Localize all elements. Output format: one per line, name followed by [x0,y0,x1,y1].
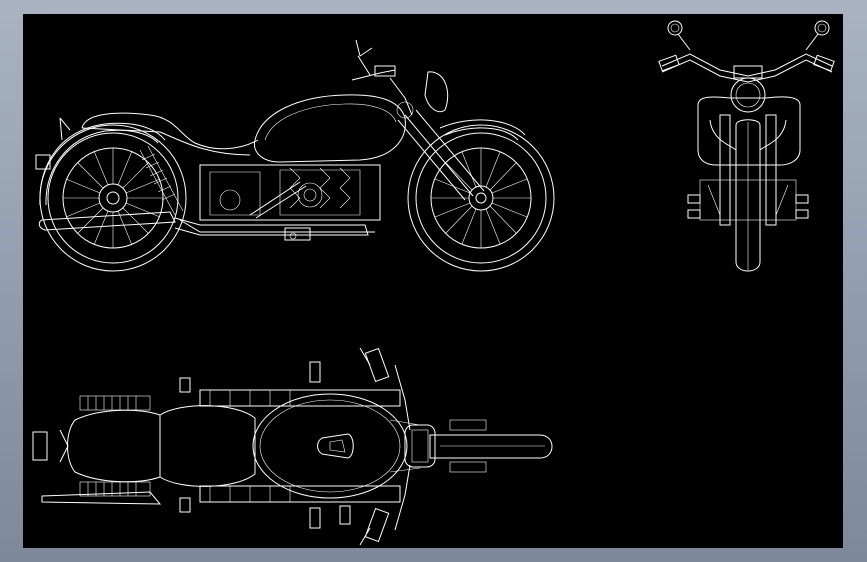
top-handlebar [394,364,411,531]
left-mirror [667,20,683,36]
footpeg [284,227,311,241]
tail-light [35,154,51,170]
front-view [658,20,835,272]
front-wheel [407,124,555,272]
drawing-canvas [23,14,843,548]
exhaust-pipe [38,211,176,231]
engine [199,164,381,221]
front-tire [735,119,761,272]
fuel-cap [317,433,354,459]
left-fork-leg [719,114,731,226]
cad-drawing [32,20,835,546]
top-front-tire [429,434,553,459]
right-mirror [814,20,830,36]
top-exhaust [41,491,162,505]
rear-shock [139,145,184,216]
top-fuel-tank [252,393,408,499]
handlebar [351,65,413,116]
top-rear-springs [79,395,151,497]
seat [81,112,259,150]
front-fender [439,119,526,136]
top-seat [159,405,256,487]
mirror [355,39,373,76]
right-fork-leg [765,114,777,226]
front-handlebar [661,53,833,77]
rear-fender [39,122,166,206]
top-view [32,347,553,546]
side-view [35,39,555,272]
rear-wheel [39,124,187,272]
top-tail-light [32,431,48,461]
headlight [424,71,449,113]
front-fork [397,109,485,201]
